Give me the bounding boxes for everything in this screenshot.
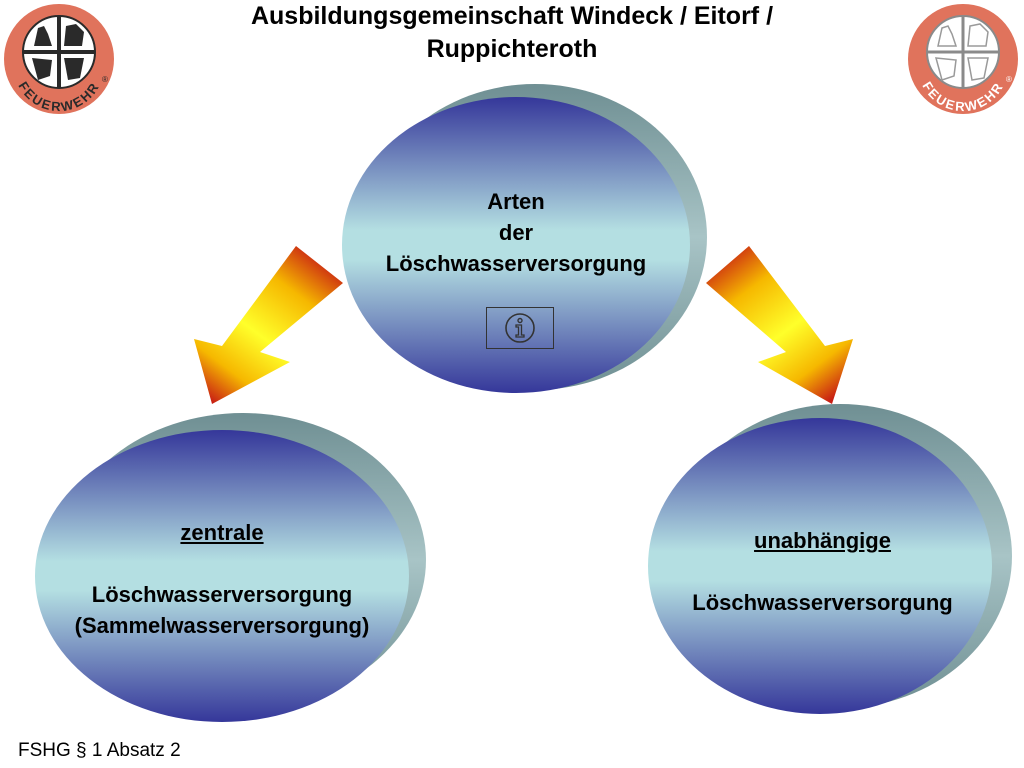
slide-title-line2: Ruppichteroth bbox=[426, 35, 598, 63]
slide-title-line1: Ausbildungsgemeinschaft Windeck / Eitorf… bbox=[250, 2, 774, 30]
logo-left-mark: ® bbox=[102, 75, 108, 84]
slide-title: Ausbildungsgemeinschaft Windeck / Eitorf… bbox=[150, 0, 874, 66]
center-node-line3: Löschwasserversorgung bbox=[385, 251, 647, 276]
arrow-right bbox=[706, 246, 853, 404]
fire-department-logo-right: FEUERWEHR ® bbox=[908, 4, 1018, 114]
logo-right-mark: ® bbox=[1006, 75, 1012, 84]
info-icon bbox=[505, 313, 535, 343]
info-button[interactable] bbox=[486, 307, 554, 349]
left-node-line2: (Sammelwasserversorgung) bbox=[74, 613, 370, 638]
left-node bbox=[35, 430, 409, 722]
right-node-line1: Löschwasserversorgung bbox=[692, 590, 953, 615]
fire-department-logo-left: FEUERWEHR ® bbox=[4, 4, 114, 114]
right-node bbox=[648, 418, 992, 714]
center-node-line1: Arten bbox=[487, 189, 545, 214]
center-node bbox=[342, 97, 690, 393]
left-node-label: zentrale Löschwasserversorgung (Sammelwa… bbox=[30, 517, 414, 641]
arrow-left bbox=[194, 246, 343, 404]
footer-note: FSHG § 1 Absatz 2 bbox=[18, 740, 181, 761]
left-node-heading: zentrale bbox=[180, 520, 264, 545]
center-node-label: Arten der Löschwasserversorgung bbox=[352, 186, 680, 279]
right-node-label: unabhängige Löschwasserversorgung bbox=[650, 525, 995, 618]
center-node-line2: der bbox=[498, 220, 534, 245]
left-node-line1: Löschwasserversorgung bbox=[91, 582, 353, 607]
right-node-heading: unabhängige bbox=[754, 528, 891, 553]
